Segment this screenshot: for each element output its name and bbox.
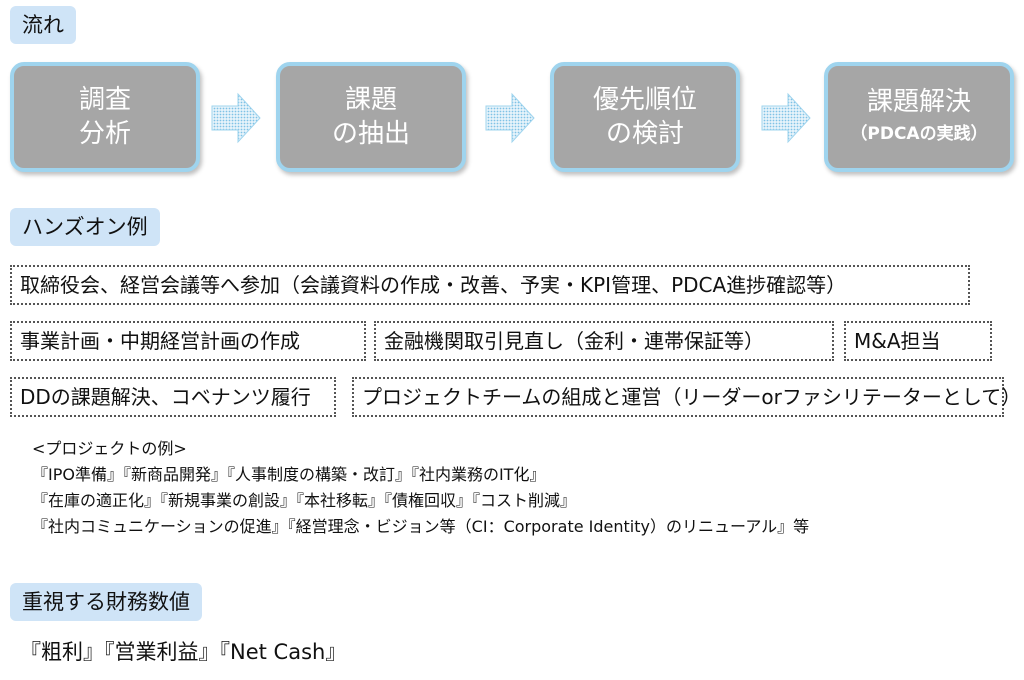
flow-step-line: 分析 [78,119,131,149]
project-examples: <プロジェクトの例> 『IPO準備』『新商品開発』『人事制度の構築・改訂』『社内… [32,436,809,540]
flow-step-research: 調査 分析 [10,62,200,172]
arrow-right-icon [211,92,261,144]
project-examples-line: 『社内コミュニケーションの促進』『経営理念・ビジョン等（CI：Corporate… [32,517,810,536]
project-examples-line: 『IPO準備』『新商品開発』『人事制度の構築・改訂』『社内業務のIT化』 [32,465,546,484]
flow-step-line: 調査 [78,85,131,115]
flow-step-line: 優先順位 [592,85,697,115]
handson-item: 取締役会、経営会議等へ参加（会議資料の作成・改善、予実・KPI管理、PDCA進捗… [10,265,970,305]
project-examples-heading: <プロジェクトの例> [32,439,187,458]
section-label-kpi: 重視する財務数値 [10,583,202,621]
flow-step-line: （PDCAの実践） [850,124,988,144]
flow-step-line: の抽出 [331,119,410,149]
section-label-flow: 流れ [10,6,76,44]
handson-item: M&A担当 [844,321,992,361]
handson-item: プロジェクトチームの組成と運営（リーダーorファシリテーターとして） [352,377,1021,417]
flow-step-line: 課題解決 [866,87,971,117]
project-examples-line: 『在庫の適正化』『新規事業の創設』『本社移転』『債権回収』『コスト削減』 [32,491,577,510]
arrow-right-icon [485,92,535,144]
handson-item: 金融機関取引見直し（金利・連帯保証等） [374,321,834,361]
arrow-right-icon [761,92,811,144]
handson-item: 事業計画・中期経営計画の作成 [10,321,366,361]
handson-item: DDの課題解決、コベナンツ履行 [10,377,336,417]
section-label-handson: ハンズオン例 [10,208,160,246]
flow-step-issue-extraction: 課題 の抽出 [276,62,466,172]
flow-step-line: の検討 [605,119,684,149]
flow-step-problem-solving: 課題解決 （PDCAの実践） [824,62,1014,172]
flow-step-prioritization: 優先順位 の検討 [550,62,740,172]
flow-step-line: 課題 [344,85,397,115]
kpi-text: 『粗利』『営業利益』『Net Cash』 [20,640,347,664]
